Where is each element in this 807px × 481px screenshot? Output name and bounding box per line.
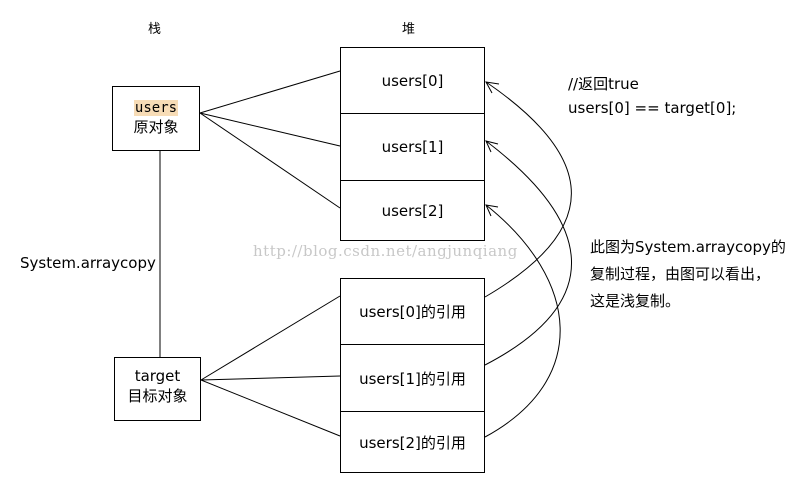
users-stack-box: users 原对象 [112,86,200,151]
target-stack-box: target 目标对象 [114,357,201,421]
arrowhead-user1 [485,140,499,153]
heap-original-cell-0: users[0] [340,47,485,114]
target-caption: 目标对象 [127,387,188,405]
target-name: target [134,367,181,385]
target-to-ref0-line [200,295,341,381]
note-right-line2: 复制过程，由图可以看出， [590,265,771,283]
heap-ref-cell-1: users[1]的引用 [340,344,485,412]
heap-original-cell-2: users[2] [340,180,485,241]
users-to-cell2-line [199,112,341,209]
watermark: http://blog.csdn.net/angjunqiang [253,242,518,260]
arrowhead-user0 [485,81,500,94]
note-top-line2: users[0] == target[0]; [568,99,737,117]
ref0-to-user0-curve [484,81,572,298]
stack-heading: 栈 [148,22,162,37]
users-to-cell1-line [199,112,341,147]
heap-ref-cell-0: users[0]的引用 [340,278,485,345]
ref2-to-user2-curve [484,204,561,438]
note-top-line1: //返回true [568,75,639,93]
ref1-to-user1-curve [484,140,573,366]
note-right-line3: 这是浅复制。 [590,292,681,310]
users-code-label: users [133,100,179,116]
users-caption: 原对象 [133,118,179,136]
target-to-ref1-line [200,375,341,381]
heap-ref-cell-2: users[2]的引用 [340,411,485,473]
arrowhead-user2 [485,204,499,217]
note-right-line1: 此图为System.arraycopy的 [590,236,786,257]
arraycopy-label: System.arraycopy [20,254,156,272]
target-to-ref2-line [200,379,341,437]
heap-heading: 堆 [402,22,416,37]
users-to-cell0-line [199,70,341,114]
heap-original-cell-1: users[1] [340,113,485,181]
